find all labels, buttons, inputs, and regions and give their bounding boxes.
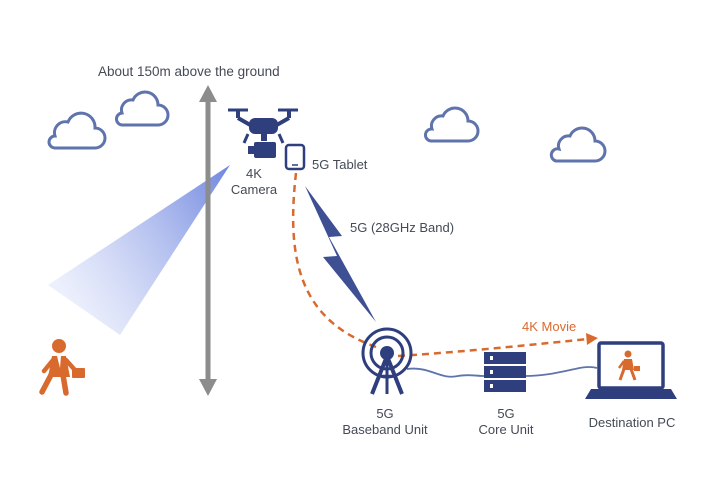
baseband-label-line2: Baseband Unit [342,422,428,437]
tablet-icon [284,143,306,171]
destination-label: Destination PC [588,415,676,430]
camera-view-beam [48,165,230,335]
server-icon [484,352,526,392]
altitude-arrow [199,85,217,396]
camera-icon [248,142,276,158]
laptop-icon [585,341,677,399]
drone-icon [228,108,298,144]
cloud-icon [47,111,107,150]
core-label: 5G Core Unit [466,406,546,438]
antenna-icon [361,327,413,395]
camera-label-line1: 4K [246,166,262,181]
lightning-icon [305,186,376,322]
wireless-link-path [291,172,377,349]
cloud-icon [115,90,170,127]
core-label-line1: 5G [497,406,515,421]
cable-baseband-core [406,367,485,378]
camera-label: 4K Camera [226,166,282,198]
camera-label-line2: Camera [230,182,278,197]
core-label-line2: Core Unit [478,422,534,437]
altitude-label: About 150m above the ground [98,64,280,79]
movie-label: 4K Movie [522,319,577,334]
cloud-icon [424,106,480,143]
person-icon [617,350,640,381]
cloud-icon [549,126,607,163]
baseband-label: 5G Baseband Unit [330,406,440,438]
baseband-label-line1: 5G [376,406,394,421]
cable-core-pc [525,366,598,377]
tablet-label: 5G Tablet [312,157,368,172]
band-label: 5G (28GHz Band) [350,220,455,235]
movie-link-arrowhead [586,333,598,345]
person-icon [39,339,85,396]
